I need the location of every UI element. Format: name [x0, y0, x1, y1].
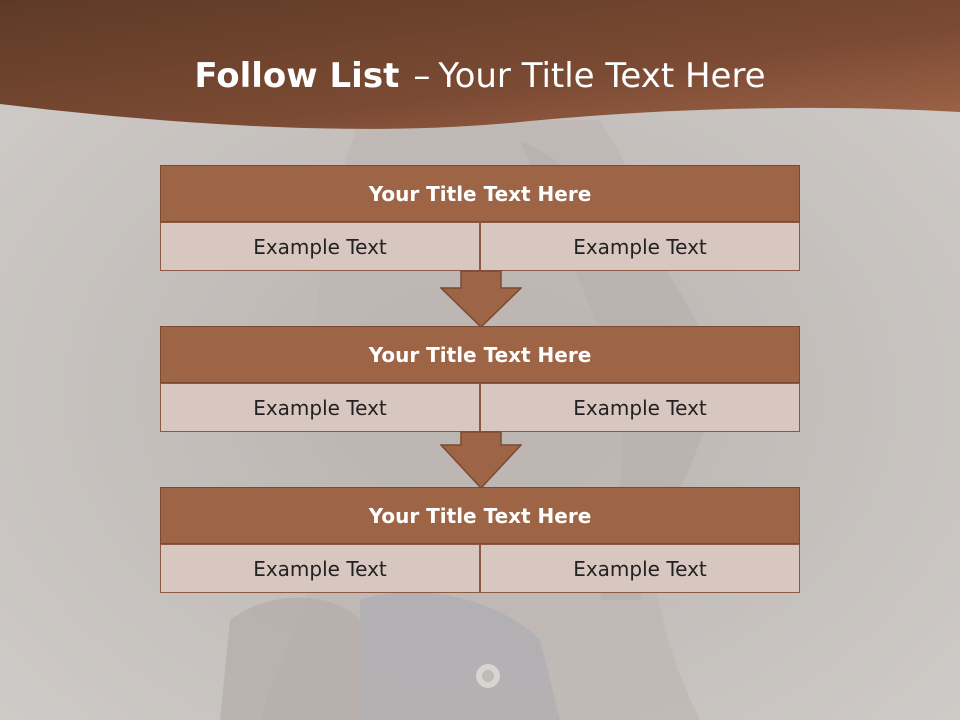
- block-cell-left: Example Text: [160, 222, 480, 271]
- list-block-2: Your Title Text Here Example Text Exampl…: [160, 326, 800, 432]
- header-band: [0, 0, 960, 129]
- down-arrow-icon: [440, 270, 522, 328]
- down-arrow-icon: [440, 431, 522, 489]
- list-block-3: Your Title Text Here Example Text Exampl…: [160, 487, 800, 593]
- block-cell-left: Example Text: [160, 544, 480, 593]
- slide-title: Follow List–Your Title Text Here: [0, 52, 960, 100]
- block-cell-left: Example Text: [160, 383, 480, 432]
- title-rest: Your Title Text Here: [438, 56, 766, 96]
- title-bold: Follow List: [194, 56, 400, 96]
- block-cell-right: Example Text: [480, 222, 800, 271]
- block-title: Your Title Text Here: [160, 326, 800, 383]
- block-title: Your Title Text Here: [160, 165, 800, 222]
- block-title: Your Title Text Here: [160, 487, 800, 544]
- block-cell-right: Example Text: [480, 544, 800, 593]
- title-dash: –: [413, 56, 431, 96]
- list-block-1: Your Title Text Here Example Text Exampl…: [160, 165, 800, 271]
- block-cell-right: Example Text: [480, 383, 800, 432]
